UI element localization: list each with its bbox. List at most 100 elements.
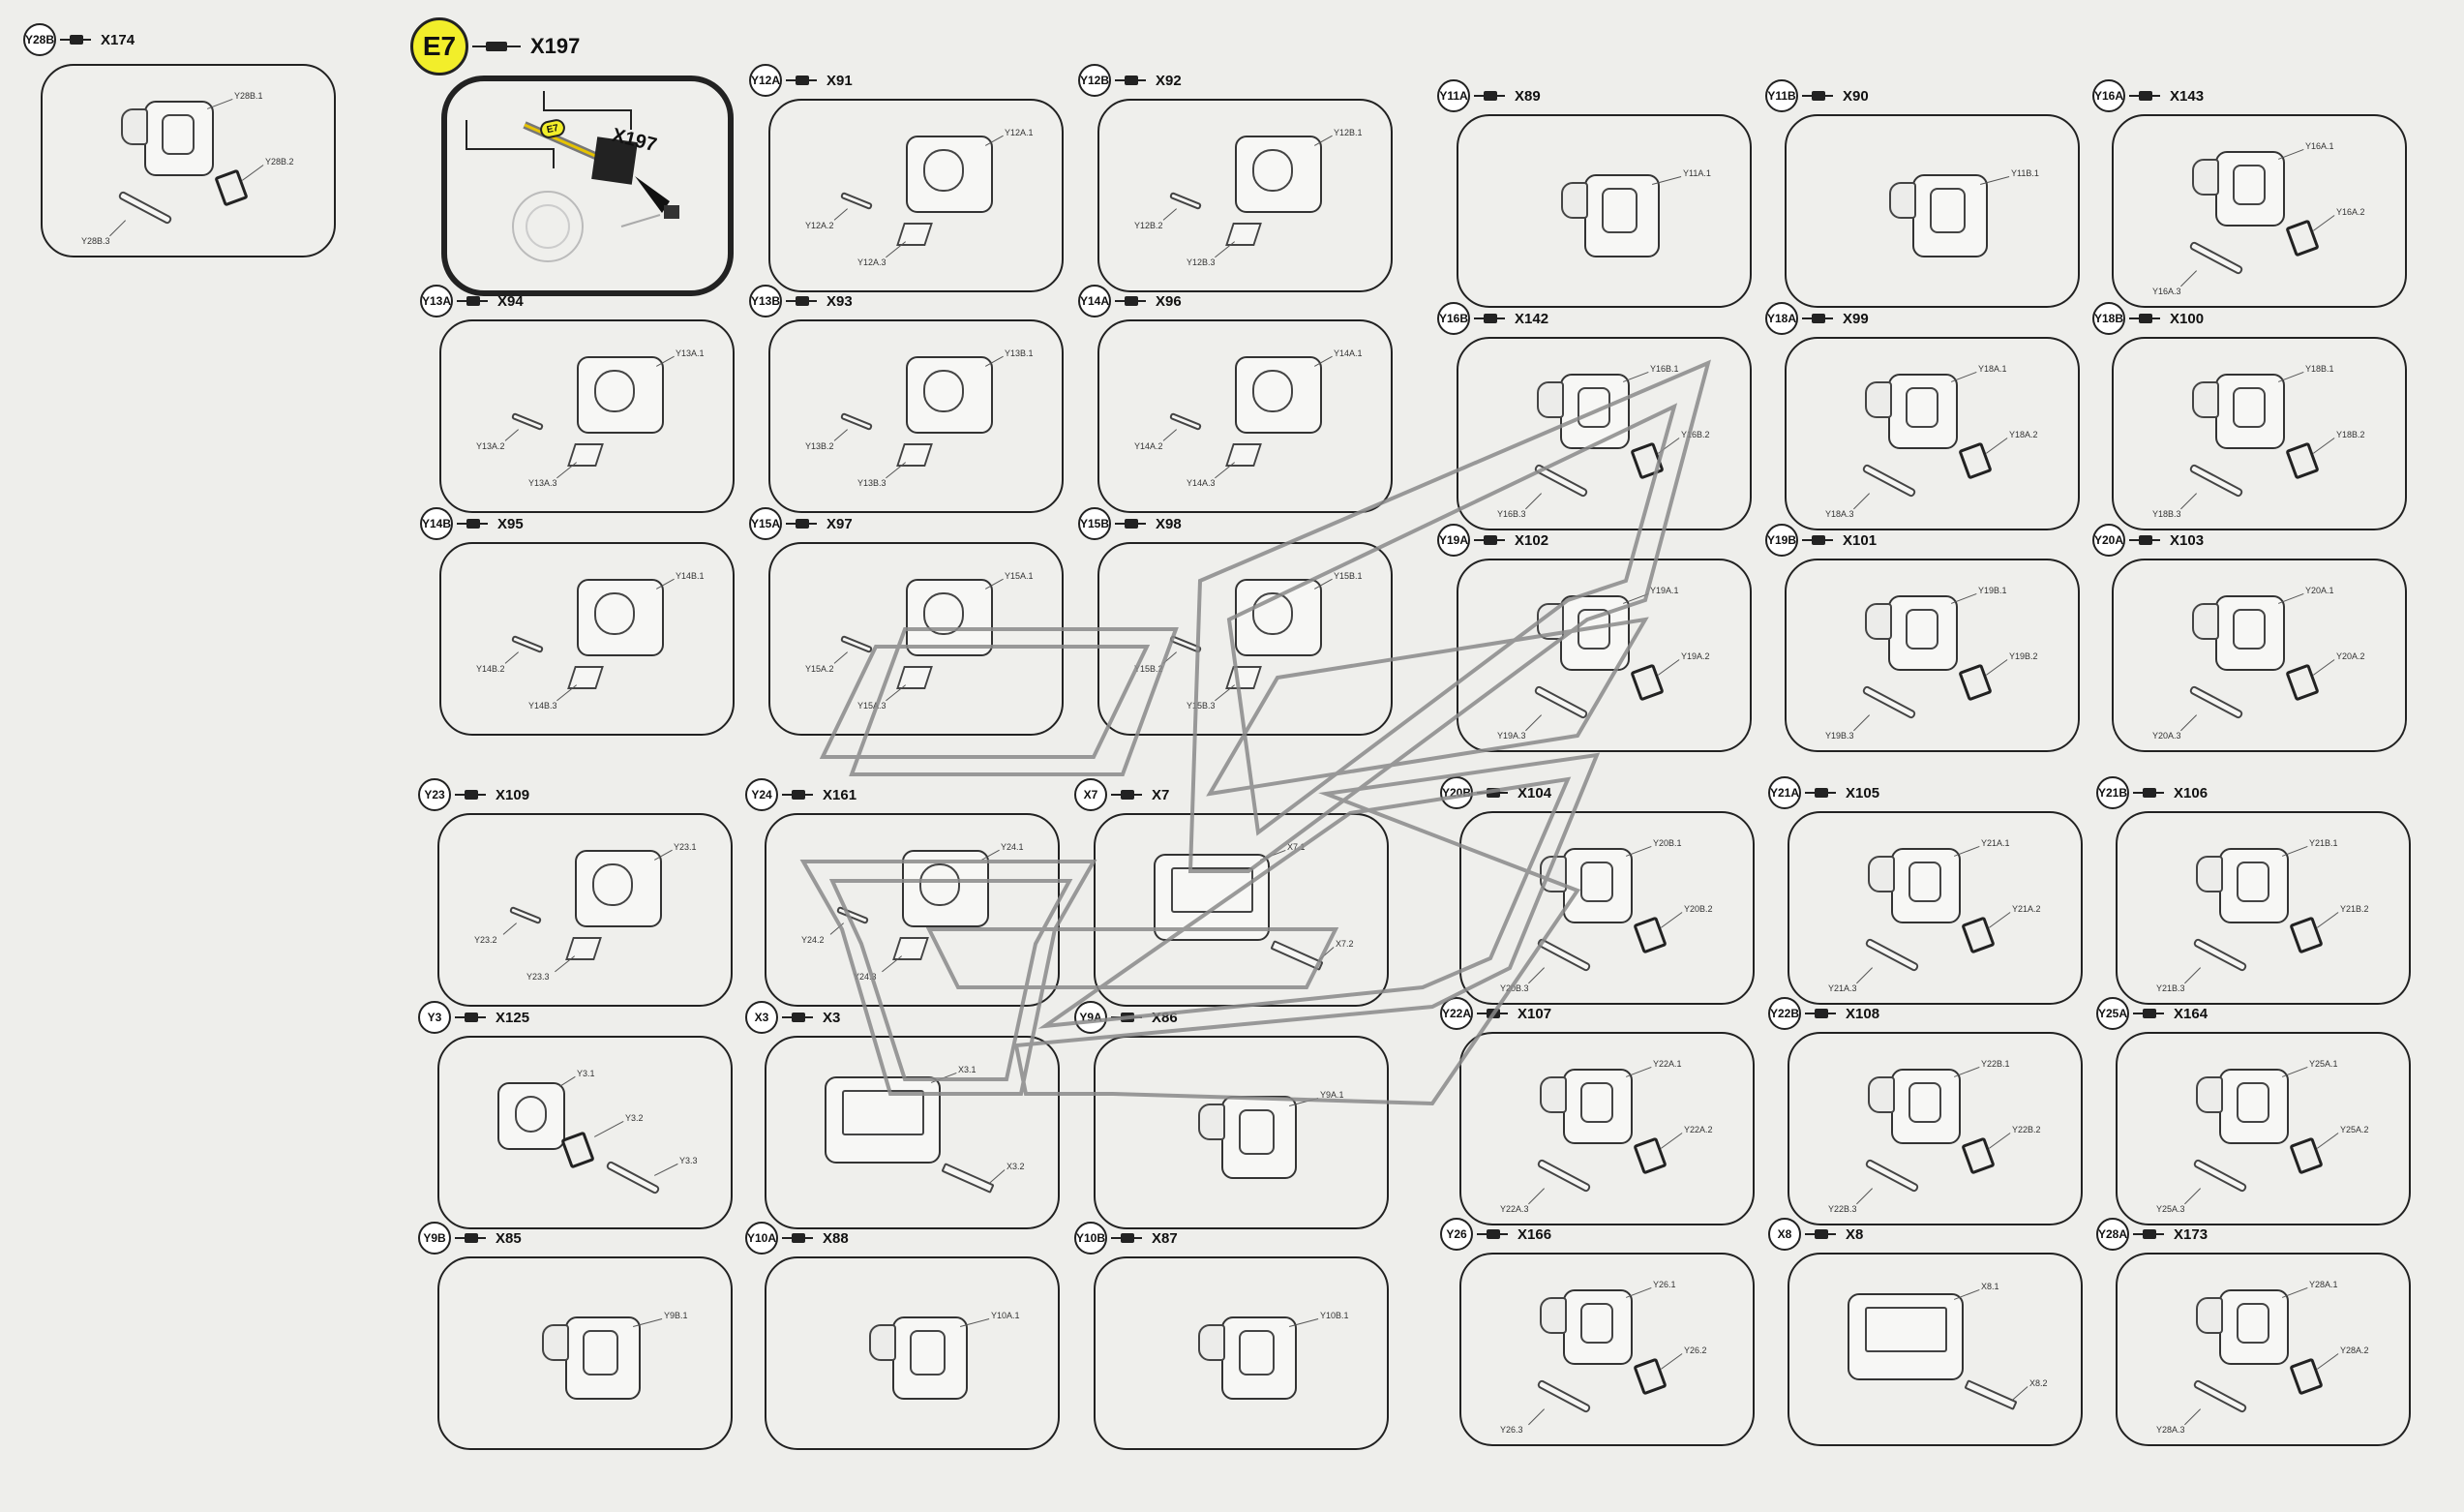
connector-id-badge[interactable]: Y21A (1768, 776, 1801, 809)
connector-code[interactable]: X108 (1846, 1005, 1880, 1022)
connector-code[interactable]: X95 (497, 515, 524, 532)
connector-code[interactable]: X98 (1156, 515, 1182, 532)
connector-panel-y10a[interactable]: Y10A.1 (765, 1256, 1060, 1450)
connector-id-badge[interactable]: Y15B (1078, 507, 1111, 540)
connector-code[interactable]: X89 (1515, 87, 1541, 105)
connector-id-badge[interactable]: Y16A (2092, 79, 2125, 112)
connector-code[interactable]: X101 (1843, 531, 1878, 549)
connector-code[interactable]: X173 (2174, 1225, 2209, 1243)
connector-code[interactable]: X88 (823, 1229, 849, 1247)
connector-id-badge[interactable]: Y18A (1765, 302, 1798, 335)
connector-id-badge[interactable]: Y10A (745, 1222, 778, 1255)
connector-id-badge[interactable]: Y26 (1440, 1218, 1473, 1251)
connector-panel-y11b[interactable]: Y11B.1 (1785, 114, 2080, 308)
connector-panel-y10b[interactable]: Y10B.1 (1094, 1256, 1389, 1450)
connector-id-badge[interactable]: X7 (1074, 778, 1107, 811)
connector-code[interactable]: X143 (2170, 87, 2205, 105)
connector-code[interactable]: X87 (1152, 1229, 1178, 1247)
connector-code[interactable]: X109 (496, 786, 530, 803)
connector-id-badge[interactable]: Y23 (418, 778, 451, 811)
connector-id-badge[interactable]: Y9B (418, 1222, 451, 1255)
connector-code[interactable]: X142 (1515, 310, 1549, 327)
connector-code[interactable]: X3 (823, 1009, 841, 1026)
connector-code[interactable]: X93 (826, 292, 853, 310)
connector-id-badge[interactable]: X3 (745, 1001, 778, 1034)
connector-panel-y9a[interactable]: Y9A.1 (1094, 1036, 1389, 1229)
connector-code[interactable]: X197 (530, 34, 581, 58)
connector-id-badge[interactable]: E7 (410, 17, 468, 76)
connector-code[interactable]: X8 (1846, 1225, 1864, 1243)
connector-id-badge[interactable]: Y13B (749, 285, 782, 318)
connector-id-badge[interactable]: Y18B (2092, 302, 2125, 335)
connector-code[interactable]: X164 (2174, 1005, 2209, 1022)
connector-code[interactable]: X91 (826, 72, 853, 89)
connector-id-badge[interactable]: Y11B (1765, 79, 1798, 112)
connector-code[interactable]: X105 (1846, 784, 1880, 801)
connector-code[interactable]: X166 (1517, 1225, 1552, 1243)
connector-code[interactable]: X85 (496, 1229, 522, 1247)
connector-code[interactable]: X106 (2174, 784, 2209, 801)
connector-code[interactable]: X174 (101, 31, 135, 48)
connector-code[interactable]: X97 (826, 515, 853, 532)
connector-code[interactable]: X103 (2170, 531, 2205, 549)
connector-code[interactable]: X92 (1156, 72, 1182, 89)
connector-id-badge[interactable]: Y14B (420, 507, 453, 540)
connector-id-badge[interactable]: Y9A (1074, 1001, 1107, 1034)
connector-code[interactable]: X99 (1843, 310, 1869, 327)
connector-code[interactable]: X161 (823, 786, 857, 803)
connector-code[interactable]: X100 (2170, 310, 2205, 327)
connector-code[interactable]: X96 (1156, 292, 1182, 310)
connector-id-badge[interactable]: Y25A (2096, 997, 2129, 1030)
connector-id-badge[interactable]: Y28B (23, 23, 56, 56)
connector-id-badge[interactable]: Y28A (2096, 1218, 2129, 1251)
connector-id-badge[interactable]: Y19A (1437, 524, 1470, 557)
connector-id-badge[interactable]: Y14A (1078, 285, 1111, 318)
connector-id-badge[interactable]: Y22A (1440, 997, 1473, 1030)
connector-id-badge[interactable]: Y3 (418, 1001, 451, 1034)
connector-code[interactable]: X90 (1843, 87, 1869, 105)
connector-code[interactable]: X7 (1152, 786, 1170, 803)
connector-code[interactable]: X104 (1517, 784, 1552, 801)
connector-id-badge[interactable]: Y11A (1437, 79, 1470, 112)
connector-id-badge[interactable]: Y24 (745, 778, 778, 811)
connector-id-badge[interactable]: Y22B (1768, 997, 1801, 1030)
connector-id-badge[interactable]: X8 (1768, 1218, 1801, 1251)
connector-panel-y11a[interactable]: Y11A.1 (1457, 114, 1752, 308)
connector-code[interactable]: X107 (1517, 1005, 1552, 1022)
connector-id-badge[interactable]: Y15A (749, 507, 782, 540)
connector-id-badge[interactable]: Y20A (2092, 524, 2125, 557)
connector-id-badge[interactable]: Y19B (1765, 524, 1798, 557)
connector-code[interactable]: X125 (496, 1009, 530, 1026)
connector-id-badge[interactable]: Y21B (2096, 776, 2129, 809)
connector-code[interactable]: X102 (1515, 531, 1549, 549)
connector-code[interactable]: X94 (497, 292, 524, 310)
